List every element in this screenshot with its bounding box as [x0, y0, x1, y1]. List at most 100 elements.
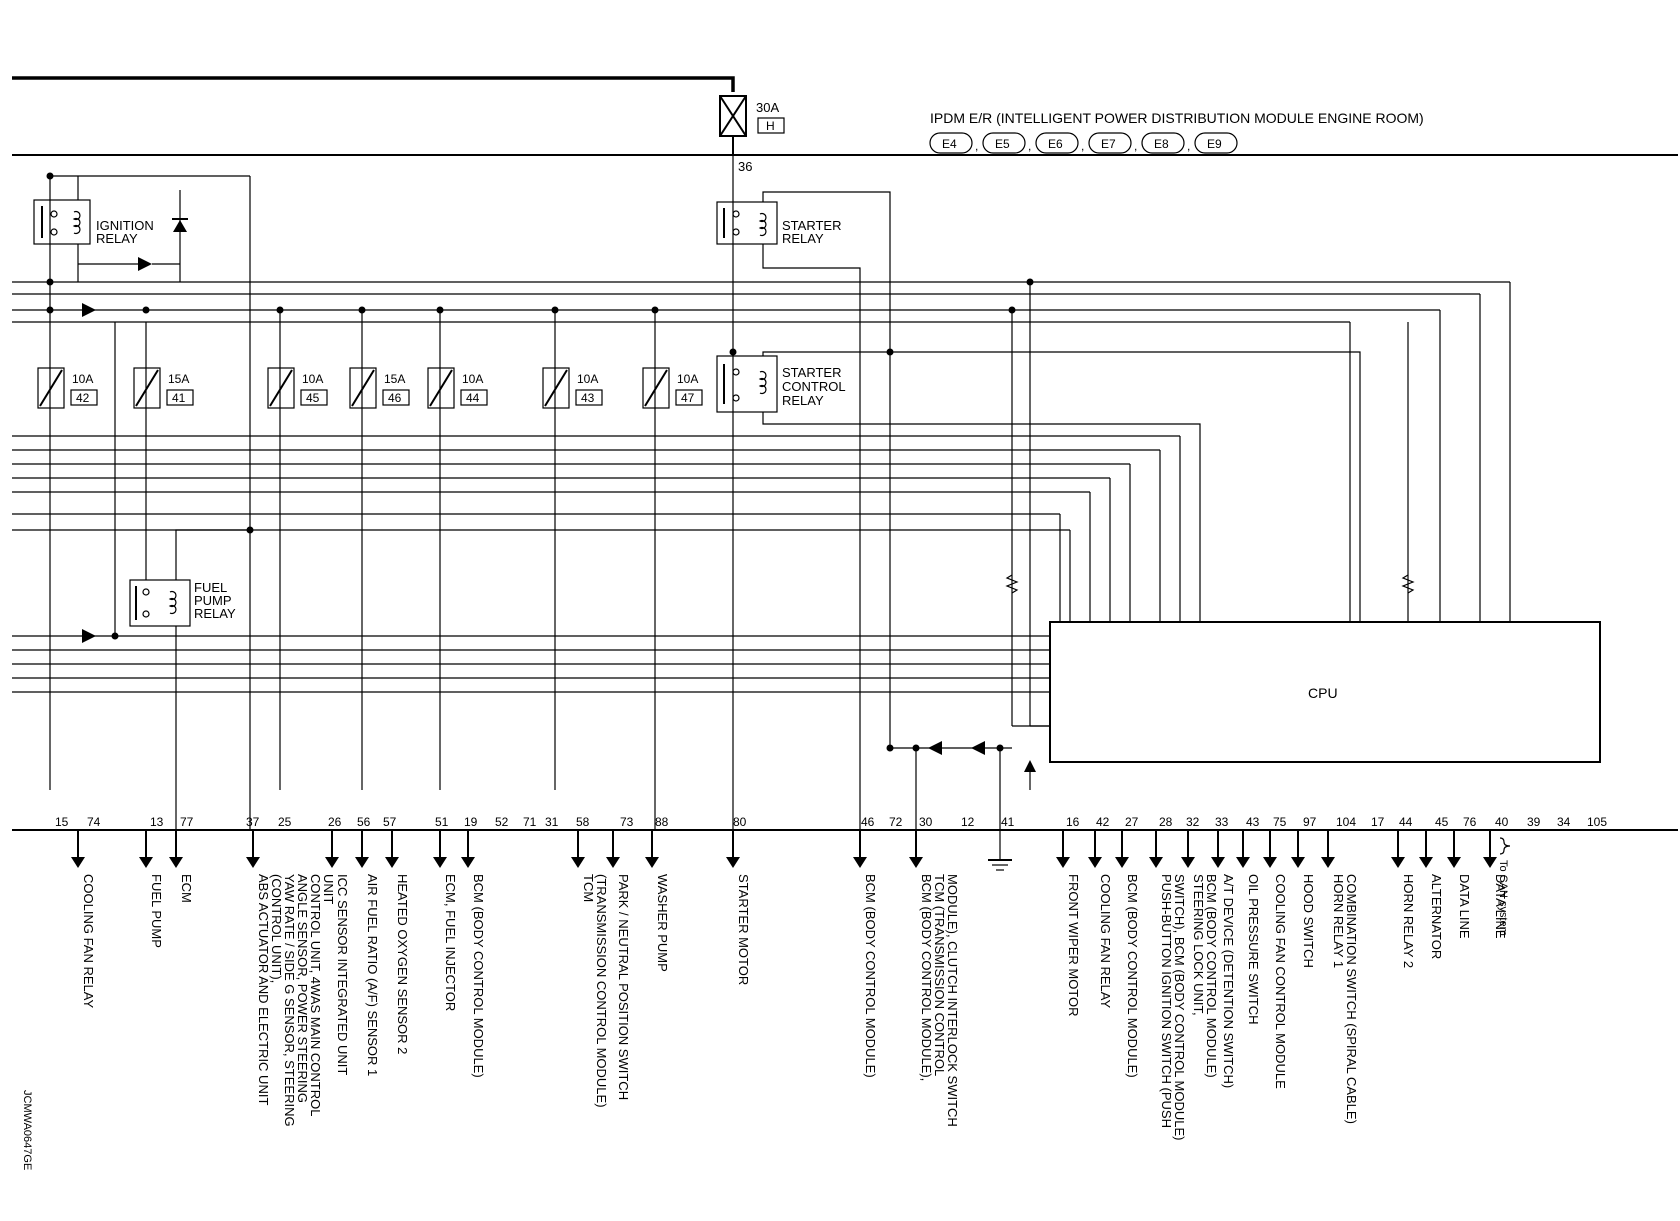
terminal-58: 58 — [576, 815, 590, 829]
fuse-rating: 10A — [72, 372, 93, 386]
connector-label: E6 — [1048, 137, 1063, 151]
destination-label: A/T DEVICE (DETENTION SWITCH) — [1221, 874, 1236, 1088]
terminal-52: 52 — [495, 815, 509, 829]
destination-abs-actuator-and-electric-unit-control-unit-yaw-rate-side-g-sensor-steering-angle-sensor-power-steering-control-unit-4was-main-control-unit: ABS ACTUATOR AND ELECTRIC UNIT(CONTROL U… — [246, 830, 336, 1127]
destination-label: ICC SENSOR INTEGRATED UNIT — [335, 874, 350, 1075]
terminal-46: 46 — [861, 815, 875, 829]
destination-label: YAW RATE / SIDE G SENSOR, STEERING — [282, 874, 297, 1127]
destination-bcm-body-control-module: BCM (BODY CONTROL MODULE) — [853, 830, 878, 1078]
terminal-97: 97 — [1303, 815, 1317, 829]
destination-bcm-body-control-module: BCM (BODY CONTROL MODULE) — [461, 830, 486, 1078]
cpu-label: CPU — [1308, 685, 1338, 701]
destination-label: FRONT WIPER MOTOR — [1066, 874, 1081, 1017]
connector-e6: E6, — [1035, 132, 1084, 154]
destination-label: TCM — [581, 874, 596, 902]
destination-heated-oxygen-sensor-2: HEATED OXYGEN SENSOR 2 — [385, 830, 410, 1054]
destination-label: BCM (BODY CONTROL MODULE) — [1204, 874, 1219, 1078]
destination-label: PARK / NEUTRAL POSITION SWITCH — [616, 874, 631, 1100]
bus-line — [12, 293, 1481, 622]
destination-horn-relay-2: HORN RELAY 2 — [1391, 830, 1416, 968]
fuse-rating: 15A — [168, 372, 189, 386]
connector-label: E8 — [1154, 137, 1169, 151]
destination-label: OIL PRESSURE SWITCH — [1246, 874, 1261, 1024]
destination-bcm-body-control-module-tcm-transmission-control-module-clutch-interlock-switch: BCM (BODY CONTROL MODULE),TCM (TRANSMISS… — [909, 830, 960, 1127]
terminal-25: 25 — [278, 815, 292, 829]
bus-line — [12, 449, 1161, 622]
ground-symbol — [988, 830, 1012, 871]
bus-line — [12, 321, 1351, 622]
destination-label: COOLING FAN RELAY — [1098, 874, 1113, 1008]
destination-washer-pump: WASHER PUMP — [645, 830, 670, 972]
connector-label: E4 — [942, 137, 957, 151]
connector-separator: , — [1187, 139, 1190, 153]
terminal-33: 33 — [1215, 815, 1229, 829]
destination-label: WASHER PUMP — [655, 874, 670, 972]
bus-line — [12, 513, 1061, 622]
fusible-link-rating: 30A — [756, 100, 779, 115]
fuse-number: 41 — [172, 391, 186, 405]
bus-line — [12, 526, 1071, 622]
destination-label: ABS ACTUATOR AND ELECTRIC UNIT — [256, 874, 271, 1105]
module-frame — [12, 76, 1678, 831]
ignition-relay-label-1: IGNITION — [96, 218, 154, 233]
destination-label: MODULE), CLUTCH INTERLOCK SWITCH — [945, 874, 960, 1127]
destination-label: ANGLE SENSOR, POWER STEERING — [295, 874, 310, 1103]
destination-cooling-fan-relay: COOLING FAN RELAY — [1088, 830, 1113, 1008]
connector-list: E4,E5,E6,E7,E8,E9 — [929, 132, 1238, 154]
fuse-rating: 10A — [302, 372, 323, 386]
destination-icc-sensor-integrated-unit: ICC SENSOR INTEGRATED UNIT — [325, 830, 350, 1075]
destination-steering-lock-unit-bcm-body-control-module: STEERING LOCK UNIT,BCM (BODY CONTROL MOD… — [1181, 830, 1219, 1078]
terminal-71: 71 — [523, 815, 537, 829]
terminal-88: 88 — [655, 815, 669, 829]
terminal-34: 34 — [1557, 815, 1571, 829]
destination-label: STEERING LOCK UNIT, — [1191, 874, 1206, 1016]
terminal-17: 17 — [1371, 815, 1385, 829]
terminal-19: 19 — [464, 815, 478, 829]
destination-label: CONTROL UNIT, 4WAS MAIN CONTROL — [308, 874, 323, 1116]
destination-label: COMBINATION SWITCH (SPIRAL CABLE) — [1344, 874, 1359, 1124]
cpu-block: CPU — [1049, 621, 1601, 763]
figure-code: JCMWA0647GE — [21, 1090, 33, 1170]
connector-separator: , — [1081, 139, 1084, 153]
terminal-13: 13 — [150, 815, 164, 829]
destination-label: (TRANSMISSION CONTROL MODULE) — [594, 874, 609, 1108]
terminal-43: 43 — [1246, 815, 1260, 829]
can-system-label: To CAN system — [1497, 860, 1509, 936]
fuse-number: 46 — [388, 391, 402, 405]
connector-separator: , — [1134, 139, 1137, 153]
terminal-16: 16 — [1066, 815, 1080, 829]
starter-control-relay: STARTER CONTROL RELAY — [716, 351, 1361, 622]
terminal-80: 80 — [733, 815, 747, 829]
destination-label: COOLING FAN CONTROL MODULE — [1273, 874, 1288, 1089]
connector-e4: E4, — [929, 132, 978, 154]
destination-label: FUEL PUMP — [149, 874, 164, 948]
destination-oil-pressure-switch: OIL PRESSURE SWITCH — [1236, 830, 1261, 1024]
destination-label: HOOD SWITCH — [1301, 874, 1316, 968]
destination-cooling-fan-control-module: COOLING FAN CONTROL MODULE — [1263, 830, 1288, 1089]
connector-e9: E9 — [1194, 132, 1238, 154]
terminal-30: 30 — [919, 815, 933, 829]
destination-hood-switch: HOOD SWITCH — [1291, 830, 1316, 968]
destination-label: BCM (BODY CONTROL MODULE) — [863, 874, 878, 1078]
connector-separator: , — [1028, 139, 1031, 153]
fuse-rating: 10A — [577, 372, 598, 386]
terminal-44: 44 — [1399, 815, 1413, 829]
fusible-link: 30A H 36 — [719, 95, 785, 174]
terminal-45: 45 — [1435, 815, 1449, 829]
fuse-rating: 10A — [677, 372, 698, 386]
destination-label: PUSH-BUTTON IGNITION SWITCH (PUSH — [1159, 874, 1174, 1128]
destination-tcm-transmission-control-module: TCM(TRANSMISSION CONTROL MODULE) — [571, 830, 609, 1108]
starter-control-relay-label-1: STARTER — [782, 365, 841, 380]
destination-label: SWITCH), BCM (BODY CONTROL MODULE) — [1172, 874, 1187, 1141]
terminal-51: 51 — [435, 815, 449, 829]
terminal-37: 37 — [246, 815, 260, 829]
connector-e8: E8, — [1141, 132, 1190, 154]
